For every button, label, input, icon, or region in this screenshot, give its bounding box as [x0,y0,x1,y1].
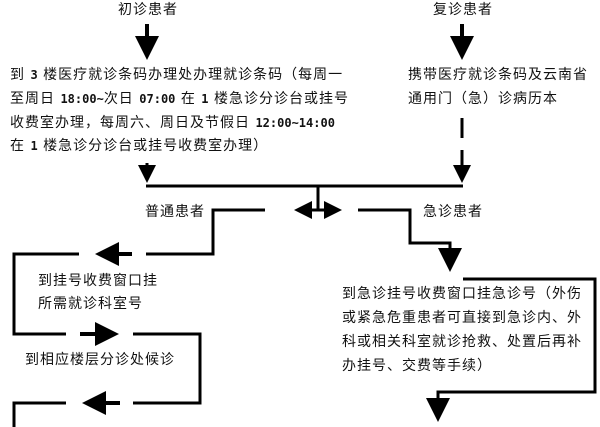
general-register-line-2: 所需就诊科室号 [38,296,143,312]
emergency-branch [358,208,452,262]
return-line-2: 通用门（急）诊病历本 [408,91,558,107]
wait-out-line [12,401,66,427]
instruction-line-2: 至周日 18:00~次日 07:00 在 1 楼急诊分诊台或挂号 [10,91,349,107]
emergency-register-line-2: 或紧急危重患者可直接到急诊内、外 [342,310,582,326]
return-line-1: 携带医疗就诊条码及云南省 [408,67,588,83]
general-register-bracket [12,252,79,336]
general-branch [146,208,265,256]
emergency-patient-label: 急诊患者 [423,204,483,220]
instruction-line-3: 收费室办理，每周六、周日及节假日 12:00~14:00 [10,115,335,131]
wait-at-floor-label: 到相应楼层分诊处候诊 [25,352,175,368]
emergency-register-bracket [436,277,597,405]
return-visit-label: 复诊患者 [433,2,493,18]
wait-bracket [133,332,202,405]
instruction-line-1: 到 3 楼医疗就诊条码办理处办理就诊条码（每周一 [10,67,344,83]
emergency-register-line-3: 科或相关科室就诊抢救、处置后再补 [342,334,582,350]
instruction-line-4: 在 1 楼急诊分诊台或挂号收费室办理） [10,138,269,154]
first-visit-label: 初诊患者 [118,2,178,18]
general-patient-label: 普通患者 [145,204,205,220]
emergency-register-line-4: 办挂号、交费等手续） [342,358,492,374]
emergency-register-line-1: 到急诊挂号收费窗口挂急诊号（外伤 [342,286,582,302]
general-register-line-1: 到挂号收费窗口挂 [38,273,158,289]
